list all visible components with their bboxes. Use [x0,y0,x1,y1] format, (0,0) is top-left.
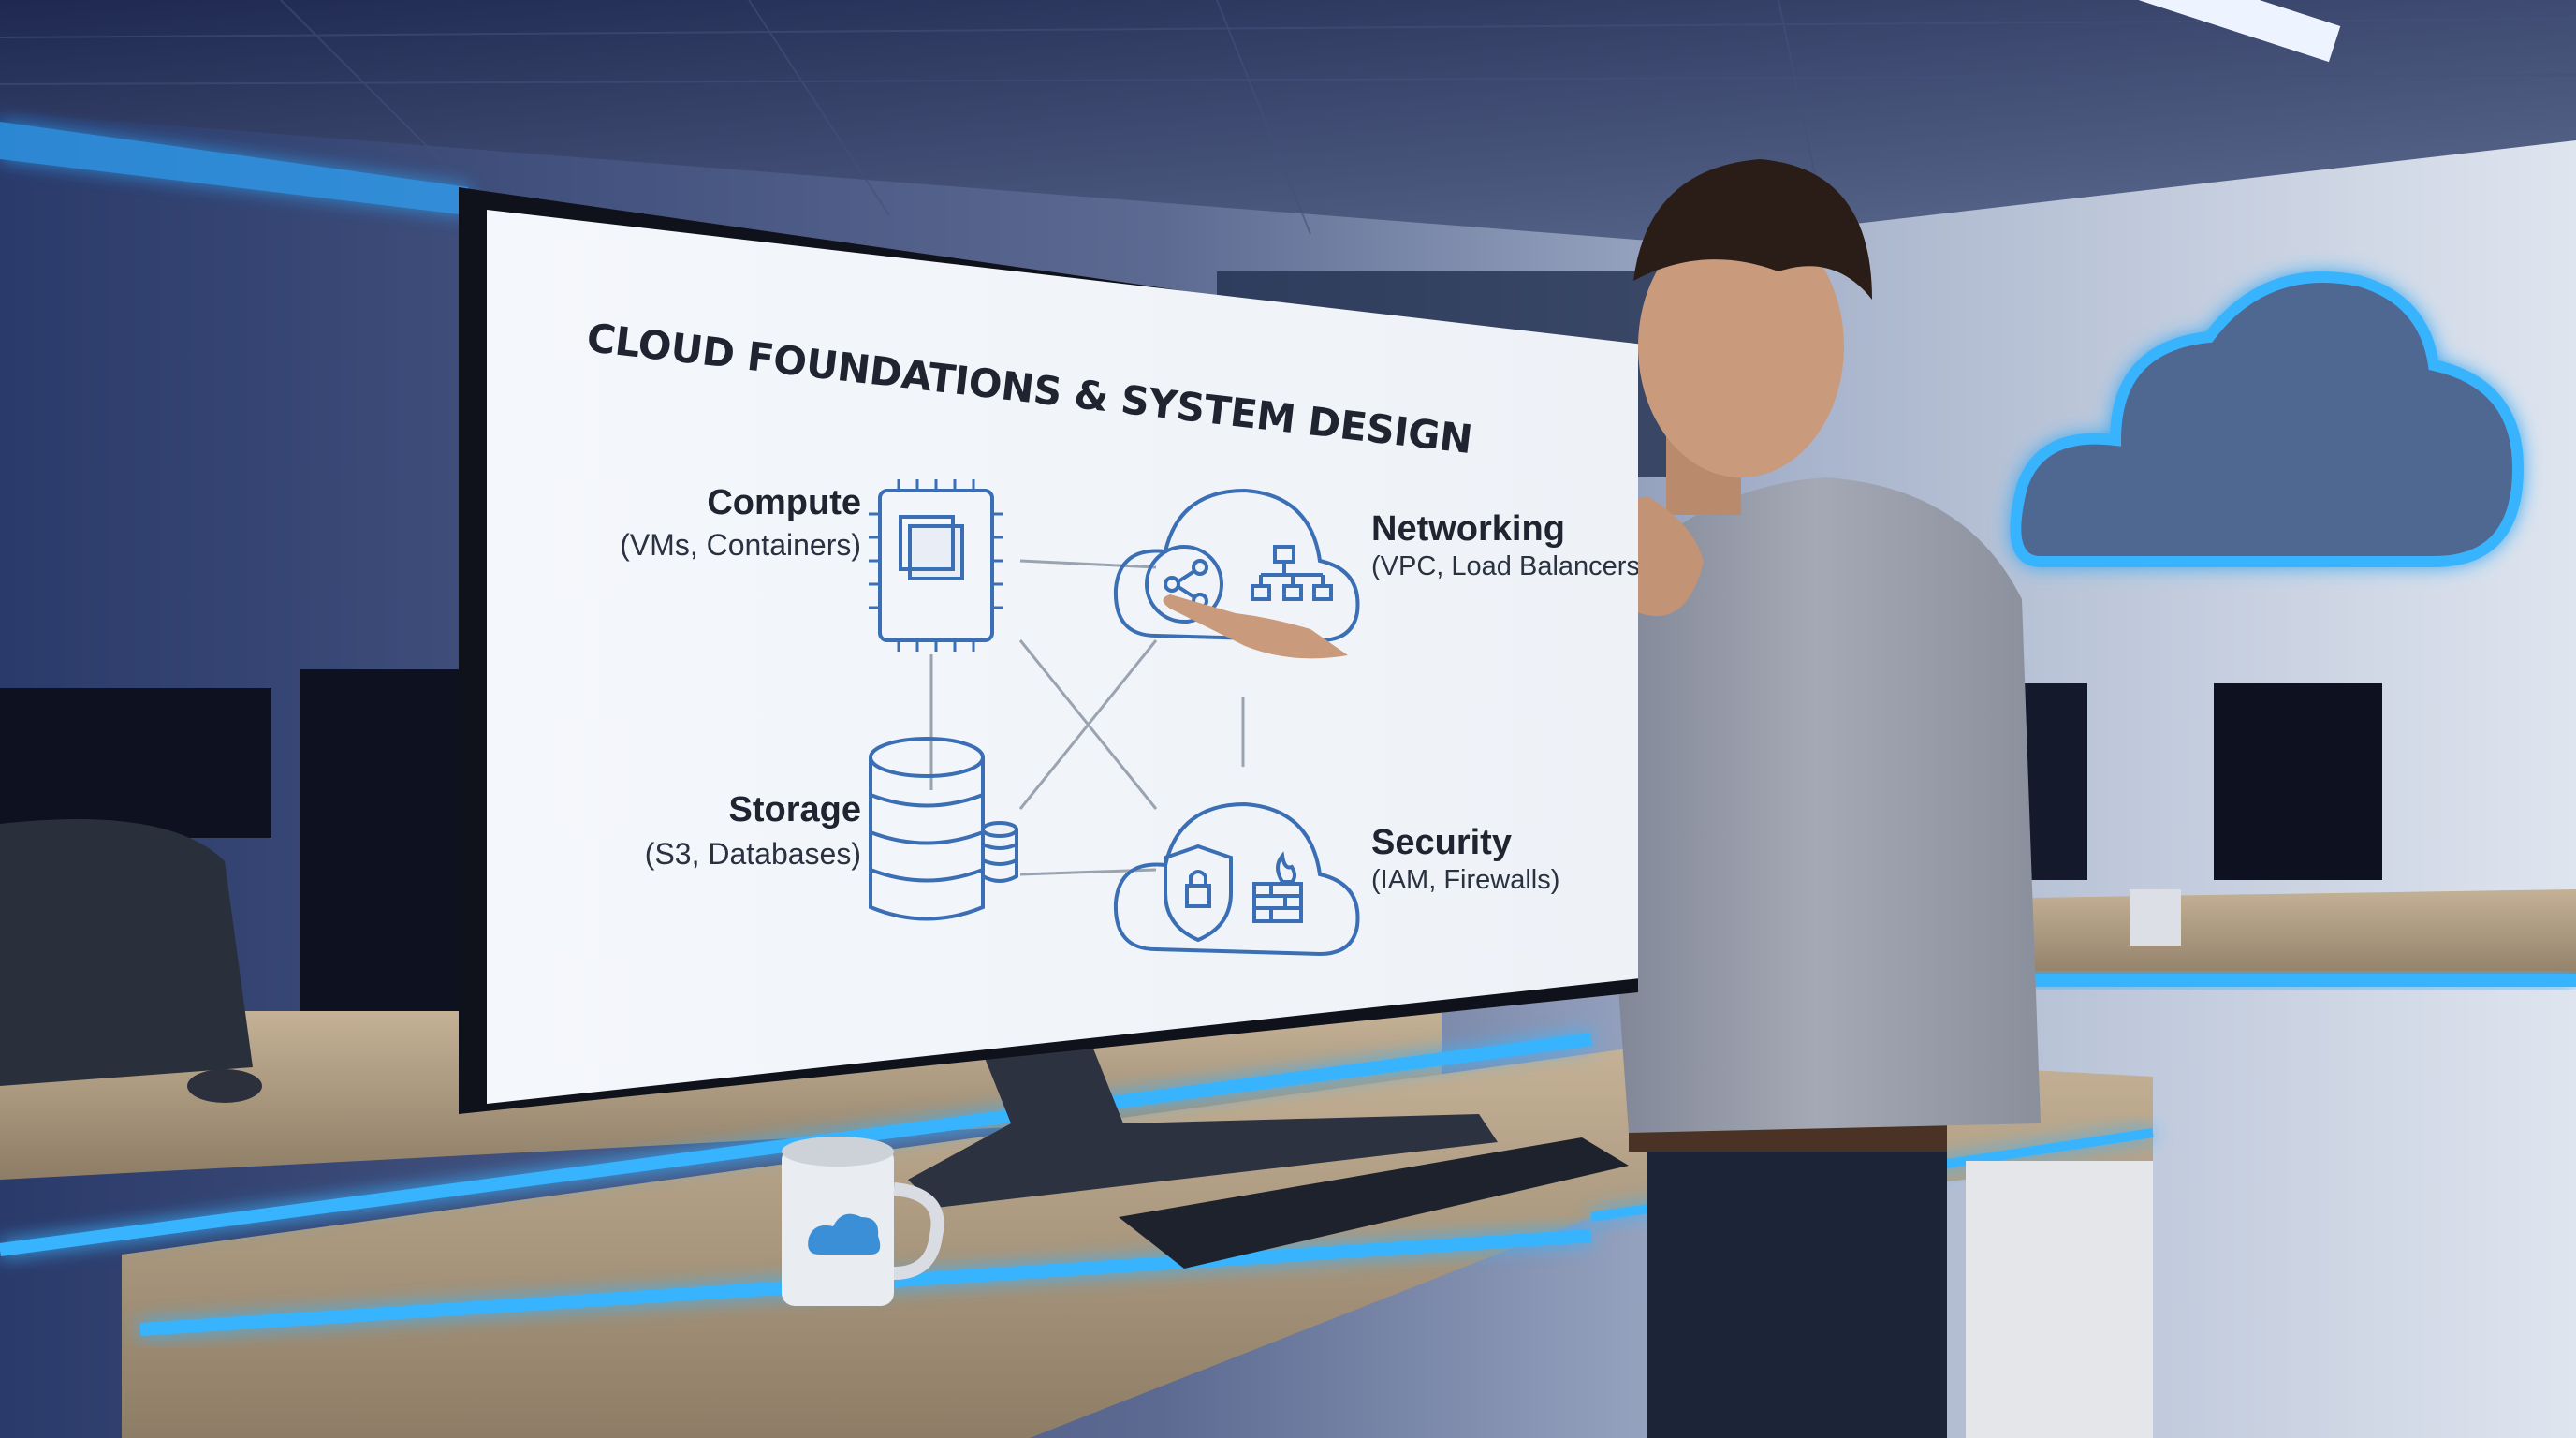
cpu-chip-icon [869,479,1003,652]
background-monitor [300,669,459,1025]
networking-title: Networking [1371,509,1565,549]
drawer-cabinet [1966,1161,2153,1438]
background-monitor [0,688,271,838]
connector-compute-networking [1019,559,1157,569]
person [1161,159,2041,1438]
keyboard [1119,1137,1629,1269]
cloud-wall-sign [2010,271,2525,567]
monitor-screen: CLOUD FOUNDATIONS & SYSTEM DESIGN Comput… [487,210,1638,1104]
compute-title: Compute [707,483,861,522]
database-icon [869,737,1018,921]
monitor: CLOUD FOUNDATIONS & SYSTEM DESIGN Comput… [459,187,1638,1114]
compute-subtitle: (VMs, Containers) [620,528,861,562]
ceiling-light-strip [0,122,468,215]
lock-shield-cloud-icon [1113,801,1360,957]
security-subtitle: (IAM, Firewalls) [1371,865,1560,895]
storage-title: Storage [728,790,861,829]
background-monitor [2214,683,2382,880]
ceiling-light [2115,0,2341,63]
office-chair [0,819,253,1086]
mouse [187,1069,262,1103]
coffee-mug [782,1137,944,1306]
storage-subtitle: (S3, Databases) [644,837,861,871]
security-title: Security [1371,823,1512,862]
network-cloud-icon [1113,488,1360,643]
networking-subtitle: (VPC, Load Balancers) [1371,551,1638,581]
connector-networking-storage [1018,639,1158,810]
background-monitor [2022,683,2087,880]
monitor-stand [908,1030,1498,1208]
slide: CLOUD FOUNDATIONS & SYSTEM DESIGN Comput… [487,210,1638,1104]
